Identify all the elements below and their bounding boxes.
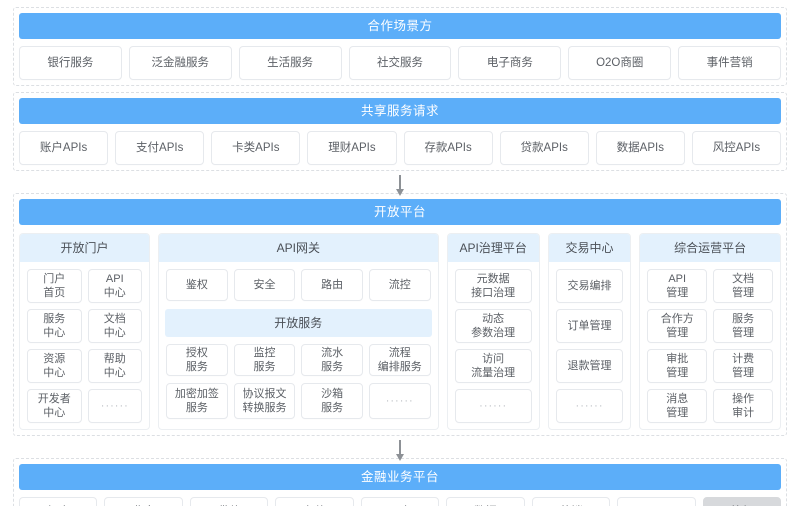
trade-cell-order-management[interactable]: 订单管理: [555, 309, 624, 343]
finance-platform-section: 金融业务平台 额度 中心 费率 中心 贷款 中心 存款 中心 用户 中心 数据 …: [13, 458, 787, 506]
arrow-shaft: [399, 440, 401, 454]
finance-chip-credit-limit[interactable]: 额度 中心: [19, 497, 98, 506]
panel-trade-center: 交易中心 交易编排 订单管理 退款管理 ······: [547, 233, 632, 430]
finance-chip-rate[interactable]: 费率 中心: [104, 497, 183, 506]
portal-cell-doc-center[interactable]: 文档 中心: [87, 309, 143, 343]
panel-title-api-gateway: API网关: [159, 234, 438, 262]
api-chip-loan[interactable]: 贷款APIs: [499, 131, 589, 165]
open-platform-body: 开放门户 门户 首页 API 中心 服务 中心 文档 中心 资源 中心 帮助 中…: [19, 233, 782, 430]
finance-chip-deposit[interactable]: 存款 中心: [275, 497, 354, 506]
panel-api-gateway: API网关 鉴权 安全 路由 流控 开放服务 授权 服务 监控 服务 流水 服务…: [158, 233, 439, 430]
arrow-shaft: [399, 175, 401, 189]
panel-title-trade-center: 交易中心: [548, 234, 631, 262]
portal-grid: 门户 首页 API 中心 服务 中心 文档 中心 资源 中心 帮助 中心 开发者…: [20, 262, 149, 423]
operations-cell-billing-management[interactable]: 计费 管理: [713, 349, 774, 383]
operations-cell-service-management[interactable]: 服务 管理: [713, 309, 774, 343]
trade-cell-refund-management[interactable]: 退款管理: [555, 349, 624, 383]
operations-cell-doc-management[interactable]: 文档 管理: [713, 269, 774, 303]
architecture-diagram: 合作场景方 银行服务 泛金融服务 生活服务 社交服务 电子商务 O2O商圈 事件…: [0, 7, 800, 506]
panel-title-operations: 综合运营平台: [640, 234, 781, 262]
openservice-cell-transaction-flow[interactable]: 流水 服务: [301, 344, 363, 376]
shared-requests-chip-row: 账户APIs 支付APIs 卡类APIs 理财APIs 存款APIs 贷款API…: [19, 131, 781, 165]
openservice-cell-process-orchestration[interactable]: 流程 编排服务: [368, 344, 431, 376]
governance-cell-more[interactable]: ······: [454, 389, 532, 423]
governance-grid: 元数据 接口治理 动态 参数治理 访问 流量治理 ······: [448, 262, 539, 423]
api-chip-wealth[interactable]: 理财APIs: [307, 131, 397, 165]
portal-cell-developer-center[interactable]: 开发者 中心: [27, 389, 82, 423]
shared-requests-title: 共享服务请求: [19, 98, 781, 124]
gateway-cell-security[interactable]: 安全: [233, 269, 296, 301]
operations-cell-operation-audit[interactable]: 操作 审计: [713, 389, 774, 423]
finance-chip-more[interactable]: ······: [617, 497, 696, 506]
partner-chip-bank[interactable]: 银行服务: [19, 46, 122, 80]
open-service-row-1: 授权 服务 监控 服务 流水 服务 流程 编排服务: [159, 337, 437, 376]
open-service-row-2: 加密加签 服务 协议报文 转换服务 沙箱 服务 ······: [159, 376, 437, 419]
portal-cell-api-center[interactable]: API 中心: [87, 269, 143, 303]
partners-chip-row: 银行服务 泛金融服务 生活服务 社交服务 电子商务 O2O商圈 事件营销: [19, 46, 782, 80]
partner-chip-social[interactable]: 社交服务: [348, 46, 452, 80]
operations-cell-partner-management[interactable]: 合作方 管理: [647, 309, 708, 343]
partners-section: 合作场景方 银行服务 泛金融服务 生活服务 社交服务 电子商务 O2O商圈 事件…: [13, 7, 787, 86]
openservice-cell-sandbox[interactable]: 沙箱 服务: [301, 383, 363, 419]
finance-chip-row: 额度 中心 费率 中心 贷款 中心 存款 中心 用户 中心 数据 服务 营销 中…: [19, 497, 781, 506]
api-chip-card[interactable]: 卡类APIs: [211, 131, 301, 165]
api-chip-data[interactable]: 数据APIs: [595, 131, 685, 165]
openservice-cell-encryption-signing[interactable]: 加密加签 服务: [166, 383, 228, 419]
shared-requests-section: 共享服务请求 账户APIs 支付APIs 卡类APIs 理财APIs 存款API…: [13, 92, 787, 171]
partner-chip-o2o[interactable]: O2O商圈: [568, 46, 672, 80]
openservice-cell-protocol-conversion[interactable]: 协议报文 转换服务: [233, 383, 296, 419]
trade-grid: 交易编排 订单管理 退款管理 ······: [549, 262, 631, 423]
api-chip-account[interactable]: 账户APIs: [19, 131, 109, 165]
panel-title-open-service: 开放服务: [165, 309, 432, 337]
operations-cell-approval-management[interactable]: 审批 管理: [647, 349, 708, 383]
arrow-down-icon-bottom: [13, 436, 787, 458]
partner-chip-pan-finance[interactable]: 泛金融服务: [128, 46, 232, 80]
finance-platform-title: 金融业务平台: [19, 464, 781, 490]
gateway-cell-flowcontrol[interactable]: 流控: [368, 269, 431, 301]
api-chip-deposit[interactable]: 存款APIs: [403, 131, 493, 165]
arrow-down-icon-top: [13, 171, 787, 193]
partner-chip-event-marketing[interactable]: 事件营销: [678, 46, 782, 80]
openservice-cell-more[interactable]: ······: [368, 383, 431, 419]
governance-cell-dynamic-params[interactable]: 动态 参数治理: [454, 309, 532, 343]
panel-api-governance: API治理平台 元数据 接口治理 动态 参数治理 访问 流量治理 ······: [446, 233, 540, 430]
openservice-cell-authorization[interactable]: 授权 服务: [166, 344, 228, 376]
finance-chip-data-service[interactable]: 数据 服务: [446, 497, 525, 506]
openservice-cell-monitoring[interactable]: 监控 服务: [233, 344, 296, 376]
gateway-cell-auth[interactable]: 鉴权: [166, 269, 228, 301]
governance-cell-access-traffic[interactable]: 访问 流量治理: [454, 349, 532, 383]
trade-cell-orchestration[interactable]: 交易编排: [555, 269, 624, 303]
open-platform-title: 开放平台: [19, 199, 781, 225]
api-chip-riskcontrol[interactable]: 风控APIs: [691, 131, 781, 165]
panel-title-api-governance: API治理平台: [447, 234, 539, 262]
portal-cell-resource-center[interactable]: 资源 中心: [27, 349, 82, 383]
api-chip-payment[interactable]: 支付APIs: [115, 131, 205, 165]
open-platform-section: 开放平台 开放门户 门户 首页 API 中心 服务 中心 文档 中心 资源 中心…: [13, 193, 787, 436]
portal-cell-more[interactable]: ······: [87, 389, 143, 423]
gateway-cell-routing[interactable]: 路由: [301, 269, 363, 301]
finance-chip-user[interactable]: 用户 中心: [360, 497, 440, 506]
operations-grid: API 管理 文档 管理 合作方 管理 服务 管理 审批 管理 计费 管理 消息…: [640, 262, 780, 423]
portal-cell-help-center[interactable]: 帮助 中心: [87, 349, 143, 383]
partner-chip-ecommerce[interactable]: 电子商务: [458, 46, 562, 80]
panel-operations: 综合运营平台 API 管理 文档 管理 合作方 管理 服务 管理 审批 管理 计…: [639, 233, 782, 430]
operations-cell-message-management[interactable]: 消息 管理: [647, 389, 708, 423]
finance-chip-loan[interactable]: 贷款 中心: [189, 497, 269, 506]
portal-cell-homepage[interactable]: 门户 首页: [27, 269, 82, 303]
governance-cell-metadata-interface[interactable]: 元数据 接口治理: [454, 269, 532, 303]
partners-title: 合作场景方: [19, 13, 781, 39]
finance-chip-external-shared-service[interactable]: 外部 共享服务: [702, 497, 781, 506]
panel-title-open-portal: 开放门户: [20, 234, 150, 262]
partner-chip-life[interactable]: 生活服务: [238, 46, 342, 80]
finance-chip-marketing[interactable]: 营销 中心: [531, 497, 611, 506]
portal-cell-service-center[interactable]: 服务 中心: [27, 309, 82, 343]
trade-cell-more[interactable]: ······: [555, 389, 624, 423]
operations-cell-api-management[interactable]: API 管理: [647, 269, 708, 303]
panel-open-portal: 开放门户 门户 首页 API 中心 服务 中心 文档 中心 资源 中心 帮助 中…: [19, 233, 151, 430]
gateway-row: 鉴权 安全 路由 流控: [159, 262, 437, 301]
